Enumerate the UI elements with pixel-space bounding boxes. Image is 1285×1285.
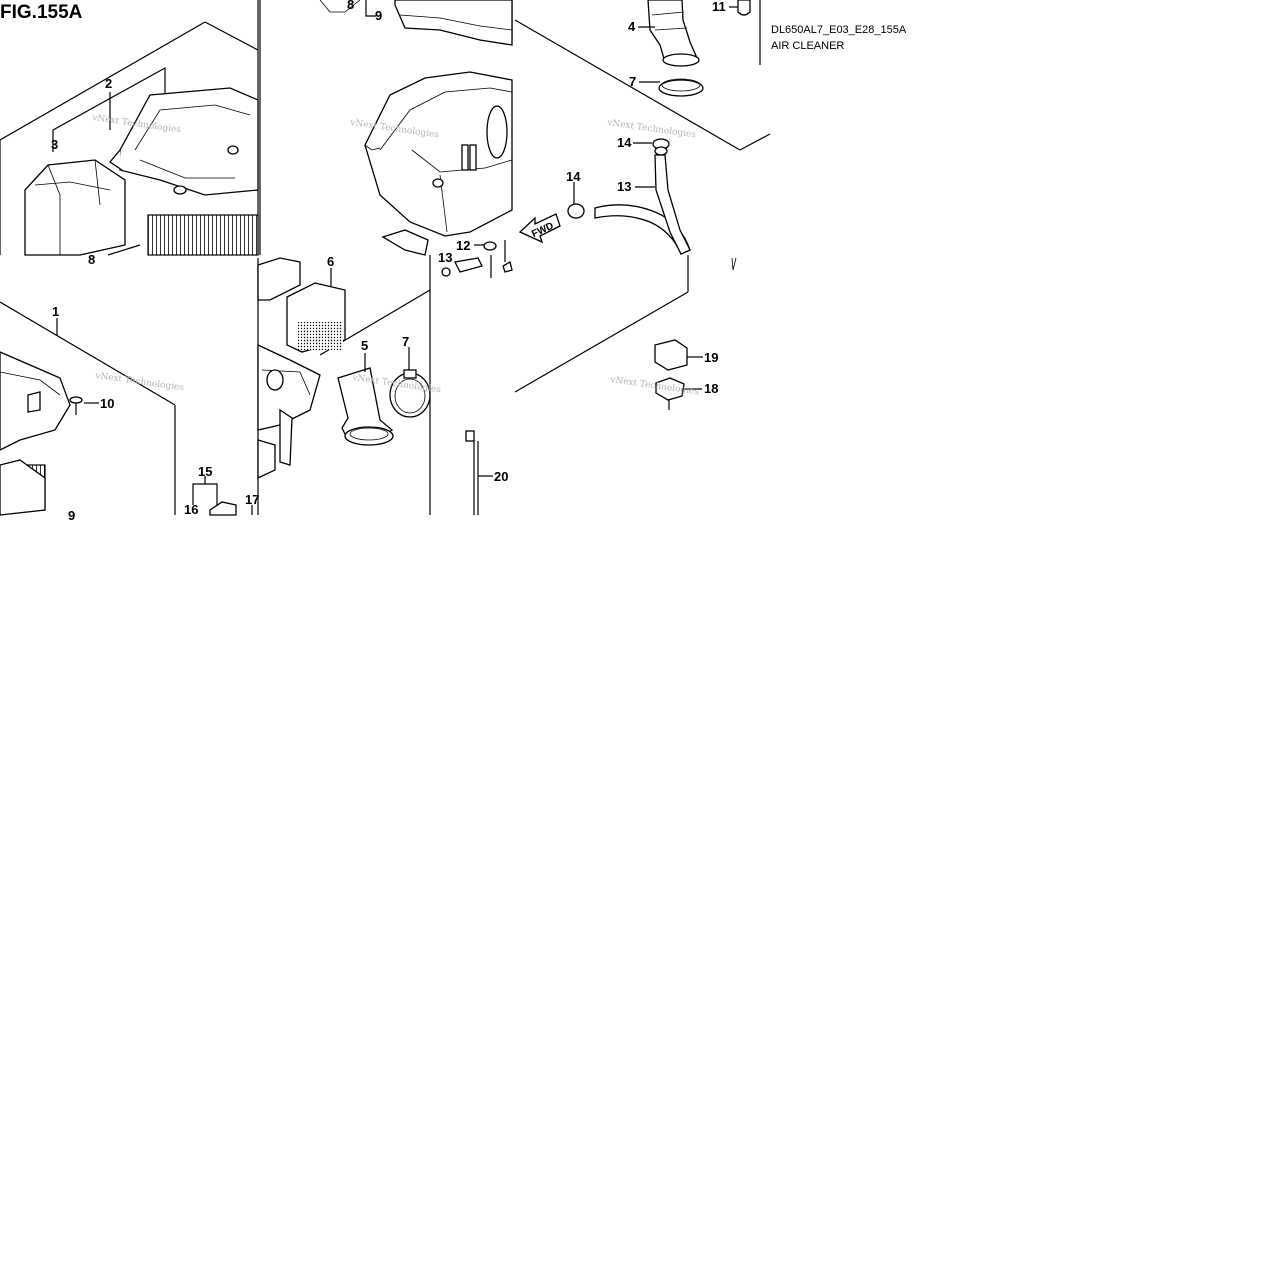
callout-18: 18 [704,381,718,396]
svg-text:vNext Technologies: vNext Technologies [94,371,185,394]
screw-10 [69,396,99,415]
cable-tie [465,430,493,515]
callout-1: 1 [52,304,59,319]
fwd-arrow: FWD [518,213,561,244]
callout-7-middle: 7 [402,334,409,349]
drain-plug [474,241,497,251]
drain-fitting [441,240,513,278]
panel-bottom-left [0,301,176,515]
callout-6: 6 [327,254,334,269]
figure-code: DL650AL7_E03_E28_155A [771,24,907,36]
figure-title: FIG.155A [0,2,83,23]
callout-7-top: 7 [629,74,636,89]
hose-clamp-14-top [652,138,670,156]
breather-hose [594,154,691,255]
callout-12: 12 [456,238,470,253]
hook-mark [731,257,737,271]
panel-top-right [514,0,771,393]
sensor-cap [654,339,703,371]
callout-10: 10 [100,396,114,411]
figure-name: AIR CLEANER [771,40,844,52]
callout-14-left: 14 [566,169,581,184]
intake-duct [24,159,126,256]
callout-8-partial: 8 [88,252,95,267]
inlet-funnel [337,353,394,446]
callout-13: 13 [617,179,631,194]
callout-9-partial: 9 [68,508,75,523]
callout-9: 9 [375,8,382,23]
clamp-7 [389,347,431,418]
callout-20: 20 [494,469,508,484]
air-cleaner-cover [109,87,259,256]
callout-17: 17 [245,492,259,507]
callout-15: 15 [198,464,212,479]
callout-8: 8 [347,0,354,12]
gasket [257,257,301,301]
callout-14-top: 14 [617,135,632,150]
callout-4: 4 [628,19,636,34]
air-cleaner-case [364,71,513,256]
callout-19: 19 [704,350,718,365]
sensor-body [655,377,702,410]
callout-5: 5 [361,338,368,353]
filter-element [286,268,346,353]
callout-11: 11 [712,0,726,14]
case-bottom [257,343,321,480]
callout-13-partial: 13 [438,250,452,265]
svg-text:vNext Technologies: vNext Technologies [609,375,700,398]
valve-fitting [209,501,237,516]
inlet-hose [647,0,704,97]
cap-11 [729,0,751,16]
callout-2: 2 [105,76,112,91]
callout-3: 3 [51,137,58,152]
hose-clamp-14-left [567,182,585,219]
air-cleaner-lid [319,0,513,46]
callout-16: 16 [184,502,198,517]
case-assembly [0,351,71,516]
